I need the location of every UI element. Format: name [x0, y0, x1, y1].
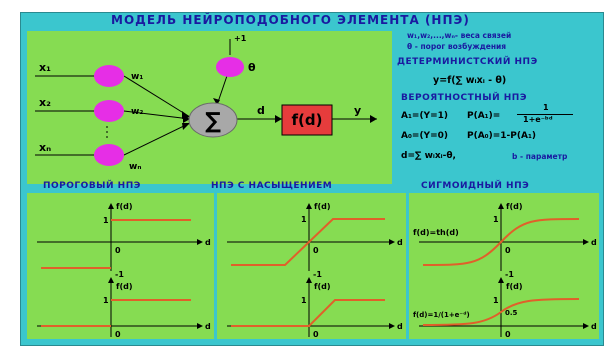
sigmoid-top-zero-label: 0 — [505, 246, 511, 255]
input-x1-label: x₁ — [39, 61, 51, 74]
input-xn-label: xₙ — [39, 141, 51, 154]
sigmoid-graphs: f(d) 1 0 -1 d f(d)=th(d) f(d) 1 0.5 0 d … — [413, 202, 597, 339]
threshold-top-fd-label: f(d) — [116, 202, 133, 211]
saturation-graphs-panel: f(d) 1 0 -1 d f(d) 1 0 d — [217, 193, 406, 339]
threshold-bottom-fd-label: f(d) — [116, 282, 133, 291]
saturation-bottom-fd-label: f(d) — [314, 282, 331, 291]
sigmoid-graphs-panel: f(d) 1 0 -1 d f(d)=th(d) f(d) 1 0.5 0 d … — [409, 193, 599, 339]
deterministic-heading: ДЕТЕРМИНИСТСКИЙ НПЭ — [397, 57, 538, 67]
b-definition: b - параметр — [512, 152, 568, 161]
saturation-bottom-zero-label: 0 — [313, 330, 319, 339]
plus-one-label: +1 — [234, 34, 247, 43]
threshold-top-d-label: d — [205, 238, 211, 247]
threshold-node — [216, 57, 244, 77]
saturation-top-fd-label: f(d) — [314, 202, 331, 211]
threshold-top-zero-label: 0 — [115, 246, 121, 255]
sigmoid-bottom-zero-label: 0 — [505, 330, 511, 339]
input-node-2 — [94, 100, 124, 122]
page-title: МОДЕЛЬ НЕЙРОПОДОБНОГО ЭЛЕМЕНТА (НПЭ) — [111, 13, 470, 27]
weight-wn-label: wₙ — [129, 162, 141, 172]
saturation-section-heading: НПЭ С НАСЫЩЕНИЕМ — [211, 181, 333, 191]
sigmoid-bottom-one-label: 1 — [493, 296, 499, 305]
sigmoid-top-d-label: d — [591, 238, 597, 247]
saturation-bottom-one-label: 1 — [301, 296, 307, 305]
sigmoid-bottom-fd-label: f(d) — [506, 282, 523, 291]
deterministic-formula: y=f(∑ wᵢxᵢ - θ) — [433, 75, 507, 86]
saturation-top-one-label: 1 — [301, 215, 307, 224]
sigmoid-bottom-d-label: d — [591, 322, 597, 331]
output-y-label: y — [354, 104, 361, 117]
sigmoid-section-heading: СИГМОИДНЫЙ НПЭ — [421, 181, 530, 191]
event-a0: A₀=(Y=0) — [401, 131, 448, 141]
sigmoid-logistic-formula: f(d)=1/(1+e⁻ᵈ) — [413, 311, 470, 319]
prob-a1-numerator: 1 — [543, 103, 549, 112]
input-node-n — [94, 144, 124, 166]
neuron-diagram-panel: ∑ f(d) x₁ x₂ xₙ w₁ w₂ wₙ θ +1 d y — [27, 31, 392, 184]
sum-node — [188, 102, 238, 138]
slide: МОДЕЛЬ НЕЙРОПОДОБНОГО ЭЛЕМЕНТА (НПЭ) — [20, 12, 604, 346]
sigmoid-top-one-label: 1 — [493, 215, 499, 224]
legend-weights: w₁,w₂,...,wₙ- веса связей — [407, 31, 512, 40]
saturation-top-d-label: d — [397, 238, 403, 247]
input-node-1 — [94, 65, 124, 87]
prob-a1-fraction-bar — [517, 114, 573, 115]
saturation-bottom-d-label: d — [397, 322, 403, 331]
threshold-label: θ — [248, 61, 256, 74]
event-a1: A₁=(Y=1) — [401, 111, 448, 121]
saturation-top-zero-label: 0 — [313, 246, 319, 255]
activation-label: f(d) — [292, 111, 323, 129]
input-x2-label: x₂ — [39, 96, 51, 109]
threshold-top-minus-one-label: -1 — [115, 270, 124, 279]
saturation-top-minus-one-label: -1 — [313, 270, 322, 279]
sigmoid-bottom-half-label: 0.5 — [505, 309, 518, 317]
d-label: d — [257, 104, 265, 117]
weight-w2-label: w₂ — [131, 107, 143, 117]
weight-w1-label: w₁ — [131, 72, 143, 82]
d-definition: d=∑ wᵢxᵢ-θ, — [401, 151, 456, 161]
prob-a0: P(A₀)=1-P(A₁) — [467, 131, 536, 141]
threshold-bottom-d-label: d — [205, 322, 211, 331]
probabilistic-heading: ВЕРОЯТНОСТНЫЙ НПЭ — [401, 93, 527, 103]
activation-box — [281, 104, 333, 136]
sigmoid-th-formula: f(d)=th(d) — [413, 228, 459, 237]
neuron-diagram: ∑ f(d) x₁ x₂ xₙ w₁ w₂ wₙ θ +1 d y — [35, 34, 377, 172]
saturation-graphs: f(d) 1 0 -1 d f(d) 1 0 d — [227, 202, 403, 339]
threshold-bottom-zero-label: 0 — [115, 330, 121, 339]
sum-symbol: ∑ — [205, 109, 221, 134]
threshold-bottom-one-label: 1 — [103, 296, 109, 305]
prob-a1-denominator: 1+e⁻ᵇᵈ — [523, 115, 553, 124]
sigmoid-top-fd-label: f(d) — [506, 202, 523, 211]
legend-threshold: θ - порог возбуждения — [407, 42, 507, 51]
threshold-graphs-panel: f(d) 1 0 -1 d f(d) 1 0 d — [27, 193, 214, 339]
prob-a1-left: P(A₁)= — [467, 111, 501, 121]
threshold-top-one-label: 1 — [103, 216, 109, 225]
threshold-graphs: f(d) 1 0 -1 d f(d) 1 0 d — [37, 202, 211, 339]
sigmoid-top-minus-one-label: -1 — [505, 270, 514, 279]
threshold-section-heading: ПОРОГОВЫЙ НПЭ — [43, 181, 141, 191]
